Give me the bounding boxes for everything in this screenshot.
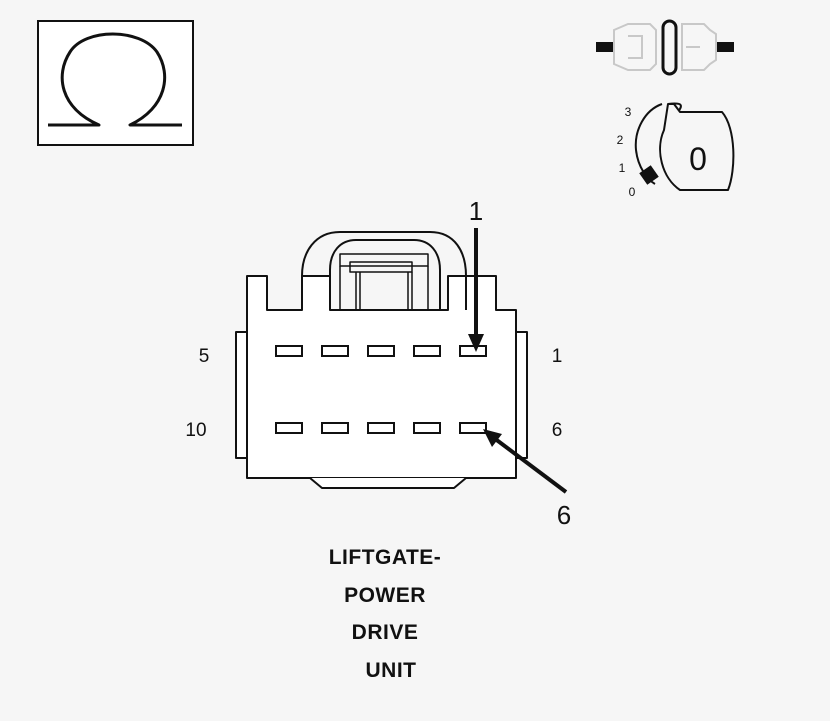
key-position-0: 0: [629, 185, 636, 199]
pin-1: [459, 345, 487, 357]
pin-5: [275, 345, 303, 357]
pin-10: [275, 422, 303, 434]
disconnected-connector-icon: [596, 19, 734, 76]
ohm-icon: [37, 20, 194, 146]
component-title-line-3: DRIVE: [351, 621, 419, 644]
key-position-1: 1: [619, 161, 626, 175]
key-position-2: 2: [617, 133, 624, 147]
pin-label-6: 6: [552, 420, 563, 441]
pin-6-callout-arrow: [483, 429, 568, 494]
pin-6: [459, 422, 487, 434]
pin-1-callout-label: 1: [469, 196, 483, 226]
pin-label-10: 10: [185, 420, 206, 441]
pin-3: [367, 345, 395, 357]
pin-2: [413, 345, 441, 357]
component-title-line-4: UNIT: [365, 659, 417, 682]
pin-6-callout-label: 6: [557, 500, 571, 530]
ignition-key-icon: 3 2 1 0 0: [617, 102, 735, 199]
component-title-line-2: POWER: [344, 584, 426, 607]
pin-label-1: 1: [552, 346, 563, 367]
key-current-position: 0: [689, 141, 707, 177]
pin-cavities: [275, 345, 487, 434]
pin-label-5: 5: [199, 346, 210, 367]
pin-9: [321, 422, 349, 434]
component-title-line-1: LIFTGATE-: [328, 546, 442, 569]
pin-7: [413, 422, 441, 434]
pin-4: [321, 345, 349, 357]
pin-8: [367, 422, 395, 434]
key-position-3: 3: [625, 105, 632, 119]
connector-body: [235, 231, 528, 489]
pin-1-callout-arrow: [468, 228, 484, 352]
